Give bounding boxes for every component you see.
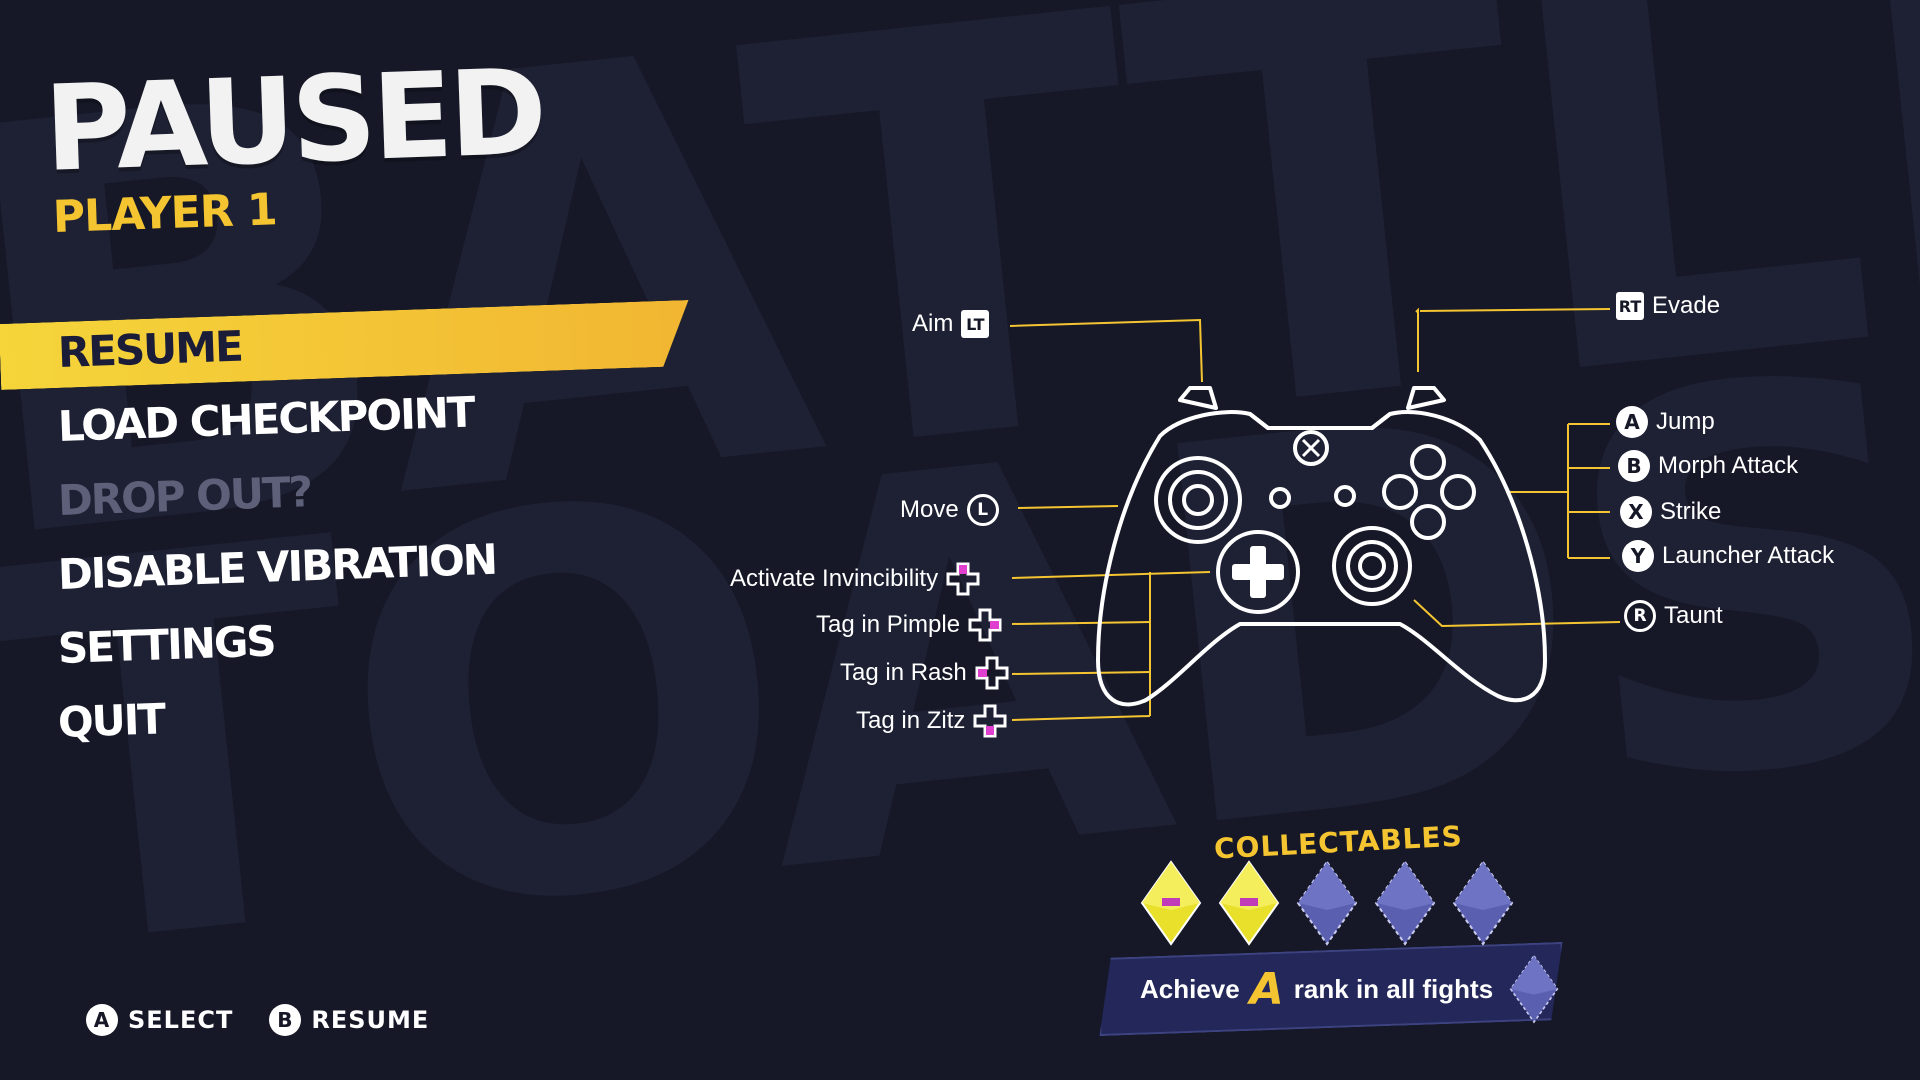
- callout-strike-label: Strike: [1660, 498, 1722, 525]
- callout-morph-label: Morph Attack: [1658, 452, 1799, 479]
- callout-aim-label: Aim: [912, 310, 954, 337]
- callout-tag-zitz: Tag in Zitz: [856, 704, 1007, 738]
- callout-launcher-attack: Y Launcher Attack: [1622, 540, 1834, 572]
- callout-evade: RT Evade: [1616, 292, 1720, 320]
- gem-empty-icon: [1296, 860, 1358, 946]
- footer-resume-label: RESUME: [311, 1006, 430, 1034]
- gem-collected-icon: [1218, 860, 1280, 946]
- callout-tag-pimple: Tag in Pimple: [816, 608, 1002, 642]
- callout-taunt: R Taunt: [1624, 600, 1723, 632]
- callout-tag-rash: Tag in Rash: [840, 656, 1009, 690]
- lt-button-icon: LT: [961, 310, 990, 338]
- callout-morph-attack: B Morph Attack: [1618, 450, 1798, 482]
- callout-aim: Aim LT: [912, 310, 990, 338]
- callout-strike: X Strike: [1620, 496, 1721, 528]
- footer-select[interactable]: A SELECT: [86, 1004, 233, 1036]
- xbox-logo-icon: [1301, 438, 1321, 458]
- dpad-left-icon: [975, 656, 1009, 690]
- achievement-banner: Achieve A rank in all fights: [1098, 950, 1564, 1028]
- a-button-icon: A: [86, 1004, 118, 1036]
- dpad-plus: [1232, 546, 1284, 598]
- dpad-up-icon: [946, 562, 980, 596]
- callout-launcher-label: Launcher Attack: [1662, 542, 1835, 569]
- collectables-gems: [1140, 860, 1514, 946]
- callout-taunt-label: Taunt: [1664, 602, 1723, 629]
- callout-invincibility-label: Activate Invincibility: [730, 565, 939, 592]
- dpad-right-icon: [968, 608, 1002, 642]
- b-button-icon: B: [269, 1004, 302, 1036]
- callout-jump: A Jump: [1616, 406, 1715, 438]
- x-button-icon: X: [1620, 496, 1652, 528]
- callout-pimple-label: Tag in Pimple: [816, 611, 961, 638]
- achievement-rank: A: [1249, 963, 1284, 1015]
- gem-collected-icon: [1140, 860, 1202, 946]
- callout-move: Move L: [900, 494, 999, 526]
- callout-lines: [1009, 307, 1621, 721]
- achievement-suffix: rank in all fights: [1293, 973, 1494, 1004]
- callout-rash-label: Tag in Rash: [840, 659, 967, 686]
- callout-activate-invincibility: Activate Invincibility: [730, 562, 980, 596]
- rt-button-icon: RT: [1616, 292, 1644, 320]
- callout-zitz-label: Tag in Zitz: [856, 707, 966, 734]
- callout-evade-label: Evade: [1652, 292, 1721, 319]
- a-button-icon: A: [1616, 406, 1648, 438]
- y-button-icon: Y: [1622, 540, 1654, 572]
- gem-empty-icon: [1374, 860, 1436, 946]
- left-stick-icon: L: [966, 494, 999, 526]
- dpad-down-icon: [973, 704, 1007, 738]
- callout-move-label: Move: [900, 496, 959, 523]
- achievement-prefix: Achieve: [1140, 973, 1240, 1004]
- footer-select-label: SELECT: [128, 1006, 234, 1034]
- b-button-icon: B: [1618, 450, 1650, 482]
- callout-jump-label: Jump: [1656, 408, 1715, 435]
- footer-resume[interactable]: B RESUME: [269, 1004, 429, 1036]
- footer-prompts: A SELECT B RESUME: [86, 1004, 429, 1036]
- right-stick-icon: R: [1624, 600, 1656, 632]
- gem-reward-icon: [1509, 954, 1559, 1024]
- controller-outline: [1096, 386, 1547, 707]
- gem-empty-icon: [1452, 860, 1514, 946]
